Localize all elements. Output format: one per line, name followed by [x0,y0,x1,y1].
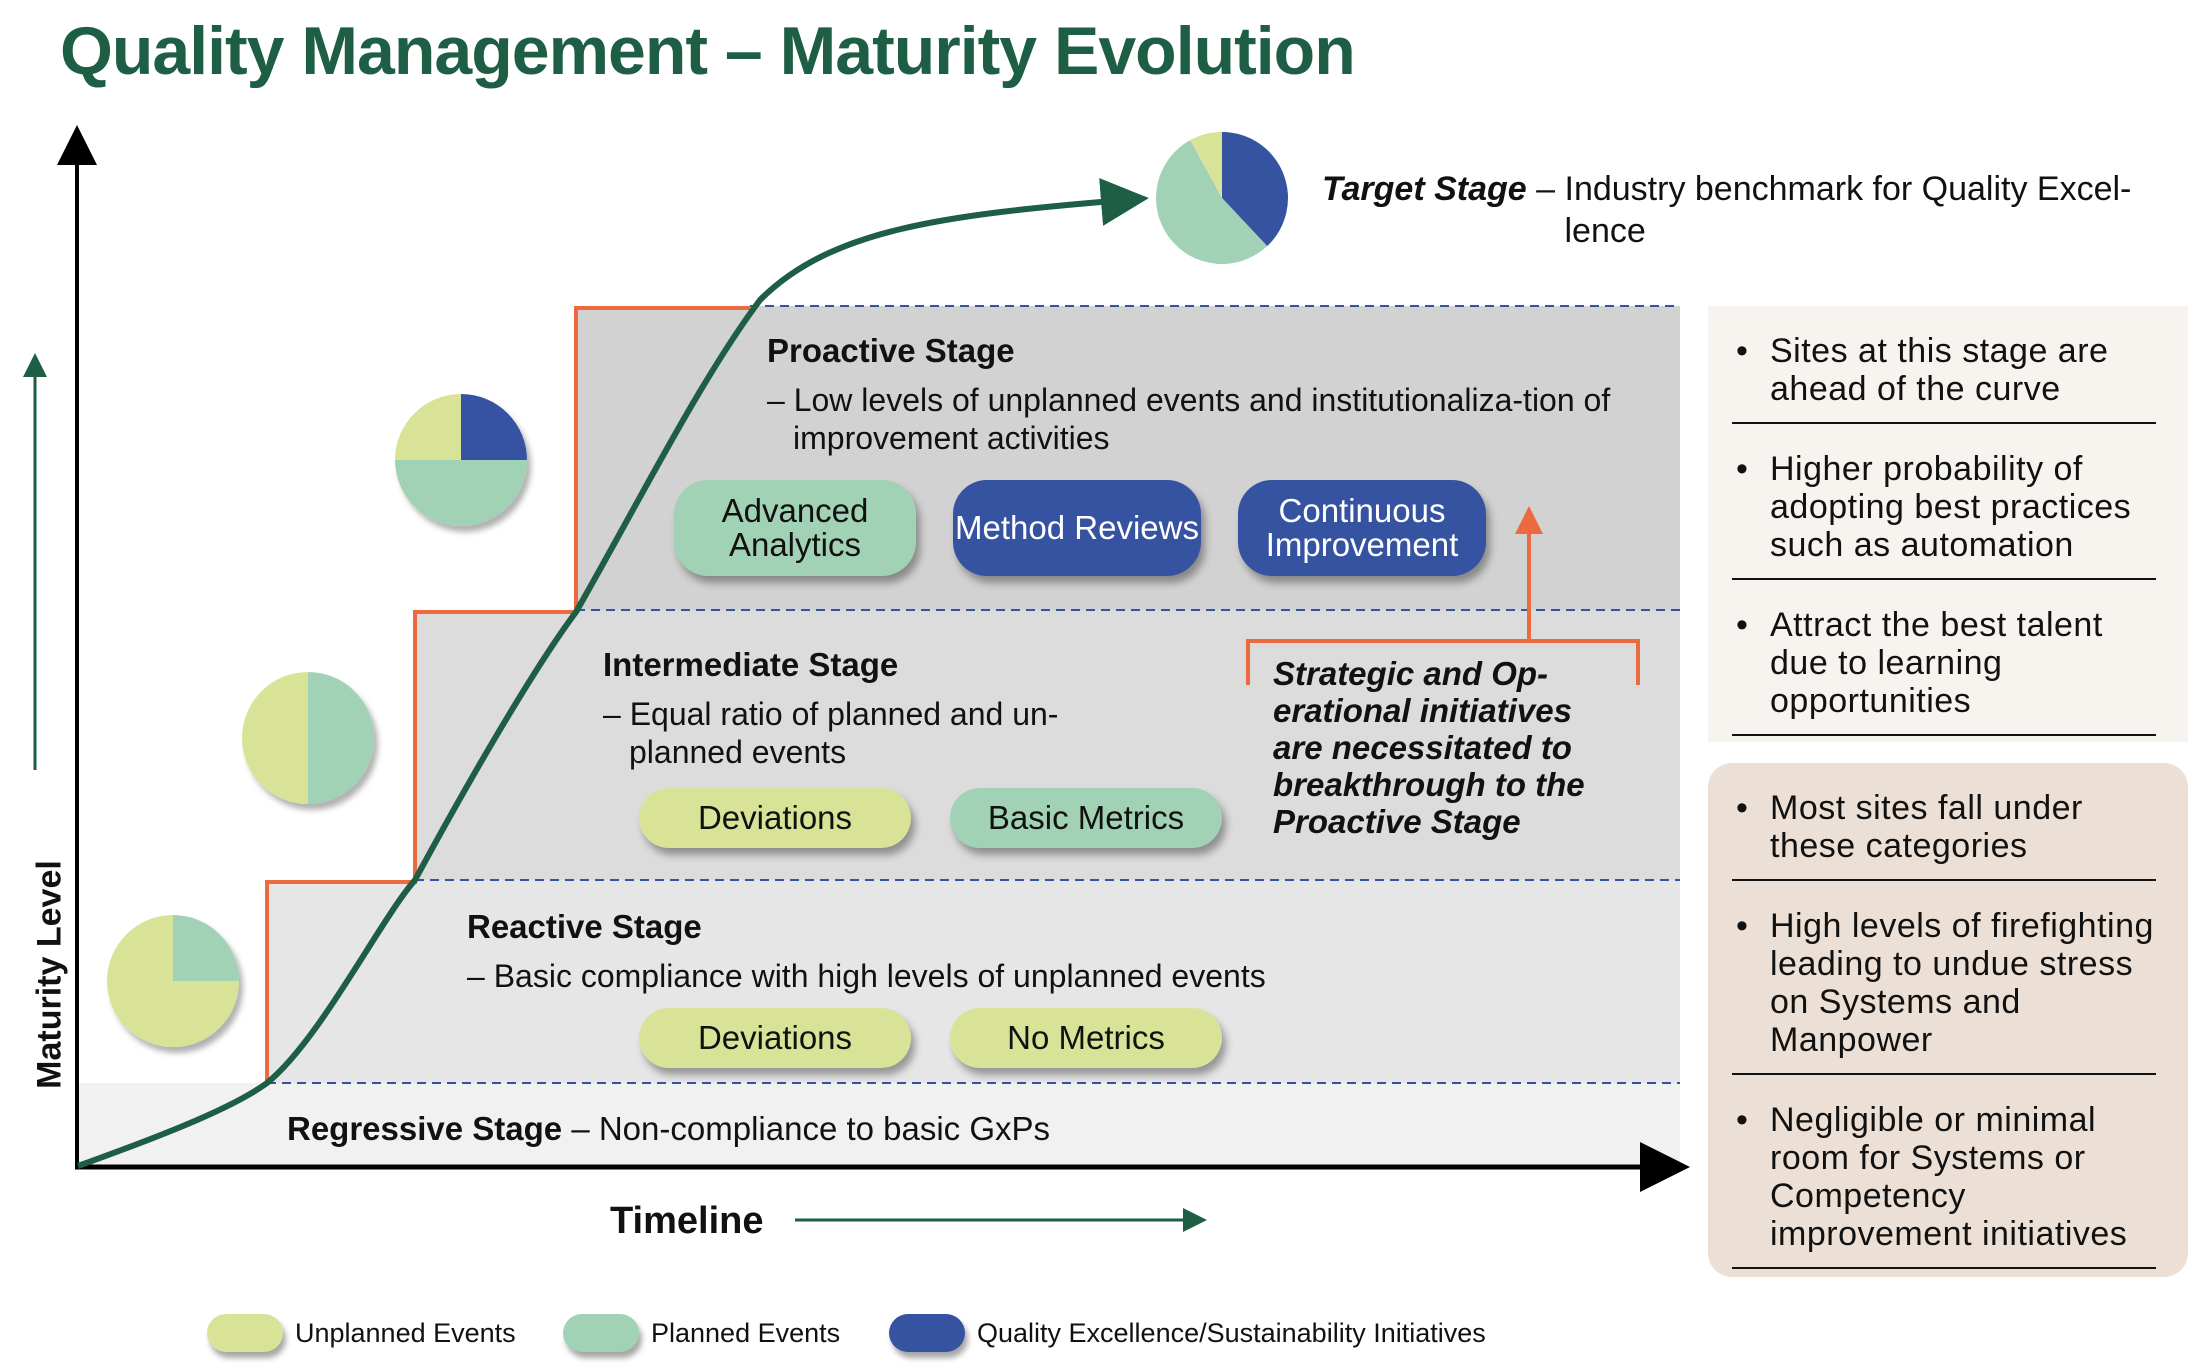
regressive-band [77,1083,1680,1167]
pie-slice-planned [173,915,239,981]
target-stage-label: Target Stage – Industry benchmark for Qu… [1322,168,2162,252]
pie-slice-unplanned [242,672,308,804]
legend-swatch-quality [889,1314,965,1352]
proactive-stage-description: – Low levels of unplanned events and ins… [767,382,1611,456]
pie-slice-unplanned [1190,132,1222,198]
x-axis-label: Timeline [610,1200,764,1242]
panel-bottom-item: Negligible or minimal room for Systems o… [1732,1075,2156,1269]
regressive-stage-label: Regressive Stage – Non-compliance to bas… [287,1110,1050,1148]
pill-deviations-reactive: Deviations [639,1008,911,1068]
target-stage-separator: – [1526,170,1565,208]
intermediate-stage-title: Intermediate Stage [603,646,899,683]
legend-label-planned: Planned Events [651,1317,841,1348]
pie-slice-planned [308,672,374,804]
pie-chart-reactive [107,915,239,1047]
reactive-stage-description: – Basic compliance with high levels of u… [467,958,1266,994]
pie-slice-quality [461,394,527,460]
pill-no-metrics: No Metrics [950,1008,1222,1068]
pill-method-reviews: Method Reviews [953,480,1201,576]
target-stage-title: Target Stage [1322,170,1527,208]
legend-label-unplanned: Unplanned Events [295,1317,516,1348]
legend-swatch-unplanned [207,1314,283,1352]
legend-label-quality: Quality Excellence/Sustainability Initia… [977,1317,1486,1348]
pie-slice-quality [1222,132,1288,247]
strategic-bracket [1246,639,1640,685]
target-stage-description: Industry benchmark for Quality Excel-len… [1564,170,2132,250]
regressive-stage-title: Regressive Stage [287,1110,563,1147]
panel-top-item: Higher probability of adopting best prac… [1732,424,2156,580]
panel-bottom-item: Most sites fall under these categories [1732,763,2156,881]
pill-advanced-analytics: Advanced Analytics [674,480,916,576]
panel-bottom-item: High levels of firefighting leading to u… [1732,881,2156,1075]
pie-slice-unplanned [395,394,461,460]
legend-planned: Planned Events [563,1314,840,1352]
y-axis-label: Maturity Level [30,860,69,1089]
strategic-note: Strategic and Op-erational initiatives a… [1273,655,1585,840]
proactive-stage-title: Proactive Stage [767,332,1015,369]
pie-slice-planned [1155,140,1268,265]
stage-staircase [265,306,750,1083]
legend-quality: Quality Excellence/Sustainability Initia… [889,1314,1486,1352]
pie-chart-intermediate [242,672,374,804]
maturity-curve [76,178,1149,1169]
panel-top-item: Attract the best talent due to learning … [1732,580,2156,736]
pie-chart-target [1155,132,1288,265]
pill-deviations-intermediate: Deviations [639,788,911,848]
pie-chart-proactive [395,394,527,526]
common-notes-panel: Most sites fall under these categories H… [1708,763,2188,1277]
panel-top-item: Sites at this stage are ahead of the cur… [1732,306,2156,424]
page-title: Quality Management – Maturity Evolution [60,13,1356,89]
regressive-stage-description: – Non-compliance to basic GxPs [562,1110,1051,1147]
proactive-notes-panel: Sites at this stage are ahead of the cur… [1708,306,2188,742]
intermediate-stage-description: – Equal ratio of planned and un-planned … [603,696,1059,770]
reactive-stage-title: Reactive Stage [467,908,702,945]
legend-swatch-planned [563,1314,639,1352]
pie-slice-planned [395,460,527,526]
pie-slice-unplanned [107,915,239,1047]
pill-basic-metrics: Basic Metrics [950,788,1222,848]
legend-unplanned: Unplanned Events [207,1314,516,1352]
pill-continuous-improvement: Continuous Improvement [1238,480,1486,576]
